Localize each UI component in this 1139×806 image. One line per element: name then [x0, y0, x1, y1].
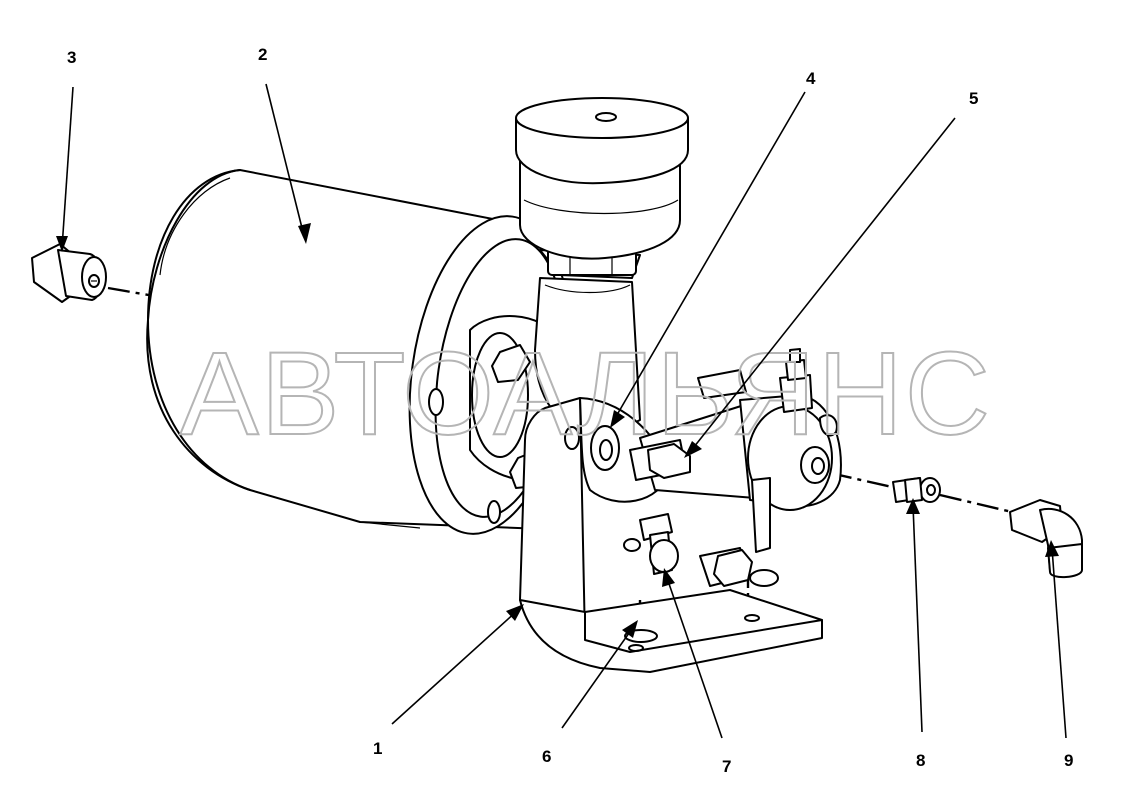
callout-5: 5 [969, 89, 978, 108]
lower-fasteners [624, 513, 779, 643]
leader-lines [56, 83, 1067, 739]
valve-body [639, 348, 842, 553]
callout-numbers: 3 2 4 5 1 6 7 8 9 [67, 45, 1073, 776]
union-fitting [892, 477, 941, 503]
callout-1: 1 [373, 739, 382, 758]
washer [590, 425, 620, 471]
left-fitting [31, 243, 107, 303]
callout-7: 7 [722, 757, 731, 776]
callout-4: 4 [806, 69, 816, 88]
elbow-fitting [1009, 499, 1083, 578]
callout-3: 3 [67, 48, 76, 67]
reservoir-cap [515, 97, 689, 279]
callout-8: 8 [916, 751, 925, 770]
watermark-text: АВТОАЛЬЯНС [180, 328, 992, 460]
callout-2: 2 [258, 45, 267, 64]
bolt [629, 439, 691, 481]
callout-6: 6 [542, 747, 551, 766]
callout-9: 9 [1064, 751, 1073, 770]
